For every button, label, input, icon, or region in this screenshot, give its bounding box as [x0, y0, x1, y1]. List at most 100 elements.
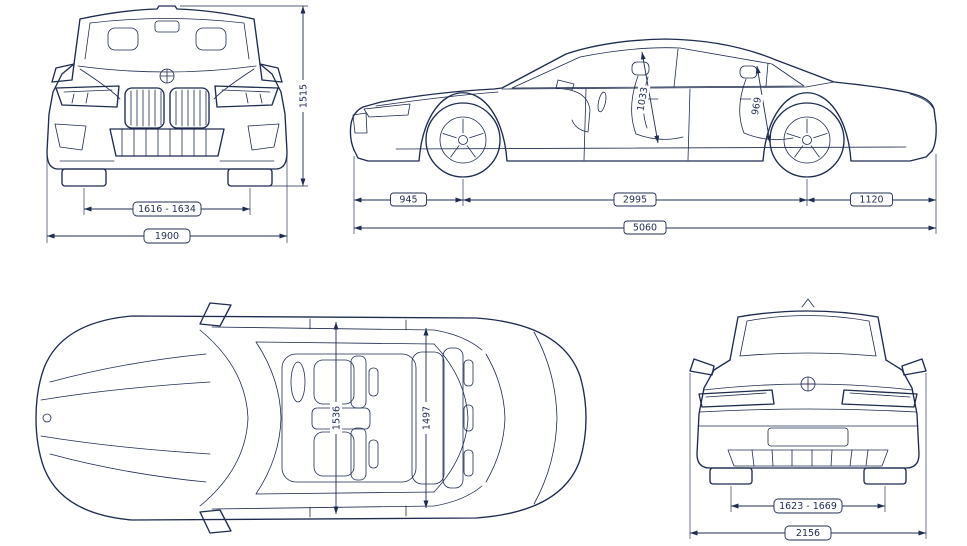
driver-seat [313, 355, 379, 409]
front-headrest-right [195, 27, 227, 51]
dim-line-interior-height-front [640, 51, 660, 144]
track-rear-value: 1623 - 1669 [779, 501, 837, 512]
top-mirror-right [199, 509, 232, 534]
hood-roundel-icon [42, 413, 52, 423]
taillight-right [841, 389, 918, 408]
front-greenhouse [73, 5, 261, 65]
rear-view: 1623 - 1669 2156 [668, 296, 950, 546]
taillight-left-detail [705, 392, 767, 398]
hood-crease [375, 91, 499, 107]
rear-body-outline [696, 359, 920, 469]
wheelbase-value: 2995 [623, 195, 647, 206]
top-view: 1536 1497 [14, 290, 616, 546]
b-pillar [673, 48, 679, 88]
front-rearview-mirror [154, 20, 180, 33]
side-taillight [909, 93, 934, 109]
side-dimensions: 945 2995 1120 5060 [353, 154, 937, 235]
dim-label-height: 1515 [297, 80, 310, 112]
headlight-right-detail [221, 89, 271, 104]
lower-intake [109, 128, 225, 157]
top-car-drawing [35, 302, 587, 534]
rear-window-rear-arc [485, 353, 506, 483]
side-silhouette-lower [353, 92, 933, 162]
length-value: 5060 [633, 223, 657, 234]
dim-box-width-mirrors [784, 525, 832, 541]
door-seams [309, 318, 407, 518]
side-silhouette-upper [349, 38, 937, 152]
rear-extension-lines [689, 373, 927, 539]
interior-width-rear-value: 1497 [422, 406, 433, 430]
front-wheel [425, 102, 501, 178]
front-mirror-left [51, 63, 75, 83]
front-overhang-value: 945 [399, 195, 417, 206]
front-windshield [84, 18, 250, 60]
dim-label-interior-height-front: 1033 [633, 84, 651, 114]
side-scoop-right [247, 123, 280, 151]
rear-overhang-value: 1120 [859, 195, 883, 206]
rear-roundel-icon [800, 376, 816, 392]
kidney-grille-right [169, 87, 210, 129]
top-dimensions: 1536 1497 [330, 322, 433, 514]
windshield-front-arc [199, 329, 249, 507]
dim-box-track-rear [773, 498, 843, 514]
windshield-rear-arc [255, 341, 282, 495]
front-car-drawing [46, 5, 288, 187]
rear-wheel-left [709, 467, 753, 485]
height-value: 1515 [299, 84, 310, 108]
rear-mirror-right [901, 358, 927, 376]
rear-mirror-left [689, 358, 715, 376]
front-mirror-right [259, 63, 283, 83]
roof-antenna-fin [801, 298, 815, 308]
side-interior-dimensions: 1033 969 [633, 51, 772, 144]
dim-box-track-front [132, 201, 202, 217]
beltline [501, 81, 835, 90]
width-value: 1900 [155, 231, 179, 242]
side-grille [352, 112, 368, 134]
dim-box-length [623, 220, 667, 235]
rear-car-drawing [689, 298, 927, 485]
side-view: 1033 969 945 2995 1120 [336, 2, 958, 244]
front-wheel-right [227, 168, 273, 187]
top-body-outline [35, 315, 587, 521]
grille-slats [130, 89, 207, 127]
front-wheel-left [61, 168, 107, 187]
interior-height-rear-value: 969 [750, 96, 764, 116]
side-car-drawing [349, 38, 937, 178]
taillight-left [698, 389, 775, 408]
trunk-lid-line [699, 408, 917, 413]
steering-wheel [597, 91, 607, 113]
interior-height-front-value: 1033 [635, 86, 650, 112]
diffuser [727, 449, 889, 467]
headlight-left [55, 85, 120, 108]
bmw-roundel-icon [159, 68, 175, 84]
side-glass-lines [211, 326, 483, 510]
headlight-right [214, 85, 279, 108]
dim-label-interior-width-front: 1536 [330, 402, 343, 434]
hood-contours [40, 353, 211, 483]
side-headlight [363, 103, 411, 118]
rear-window-front-arc [433, 343, 469, 493]
front-view: 1515 1616 - 1634 1900 [22, 2, 314, 248]
dim-box-width [143, 228, 191, 244]
trunk-cut-line [533, 331, 558, 505]
dim-box-wheelbase [613, 192, 657, 207]
front-headrest-left [107, 27, 139, 51]
width-mirrors-value: 2156 [796, 528, 820, 539]
headlight-left-detail [63, 89, 113, 104]
dim-label-interior-height-rear: 969 [748, 93, 764, 119]
glass-roof-panel [281, 353, 417, 483]
rear-dimensions: 1623 - 1669 2156 [689, 373, 927, 541]
kidney-grille-left [124, 87, 165, 129]
side-extension-lines [353, 154, 937, 234]
diffuser-slats [751, 449, 869, 467]
steering-wheel-top [290, 361, 306, 403]
passenger-seat [313, 427, 379, 481]
license-plate-recess [767, 427, 849, 447]
rear-window [739, 315, 877, 357]
top-mirror-left [199, 302, 232, 327]
dim-line-interior-height-rear [755, 65, 772, 144]
side-scoop-left [54, 123, 87, 151]
front-dimensions: 1515 1616 - 1634 1900 [46, 5, 310, 244]
lower-intake-slats [121, 128, 207, 157]
